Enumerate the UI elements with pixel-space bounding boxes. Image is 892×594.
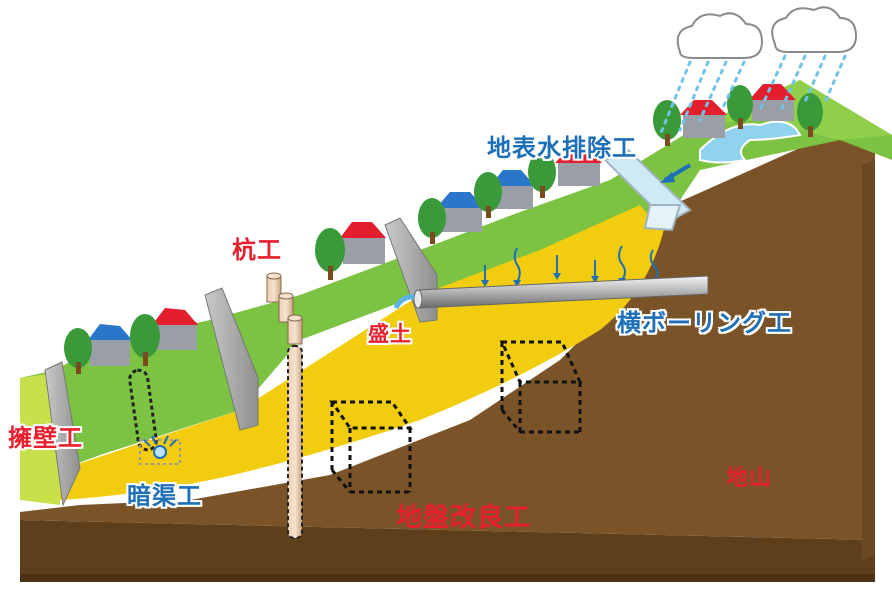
seepage-arrows — [484, 245, 659, 283]
label-retaining-wall: 擁壁工 — [8, 424, 83, 452]
label-surface-drainage: 地表水排除工 — [487, 134, 637, 162]
surface-drainage-channel — [603, 148, 692, 232]
label-pile-work: 杭工 — [232, 236, 282, 264]
label-fill: 盛土 — [368, 322, 412, 346]
label-bedrock: 地山 — [726, 466, 773, 491]
label-horizontal-boring: 横ボーリング工 — [617, 309, 792, 337]
ground-improvement-blocks — [329, 340, 583, 494]
rain-clouds — [658, 6, 858, 137]
label-ground-improvement: 地盤改良工 — [396, 503, 532, 533]
label-underdrain: 暗渠工 — [127, 482, 202, 510]
horizontal-boring-pipe — [393, 275, 709, 310]
fill-soil-layer — [60, 205, 665, 500]
houses-and-trees — [64, 84, 823, 374]
piles — [266, 272, 303, 539]
underdrain-trench — [128, 368, 181, 465]
